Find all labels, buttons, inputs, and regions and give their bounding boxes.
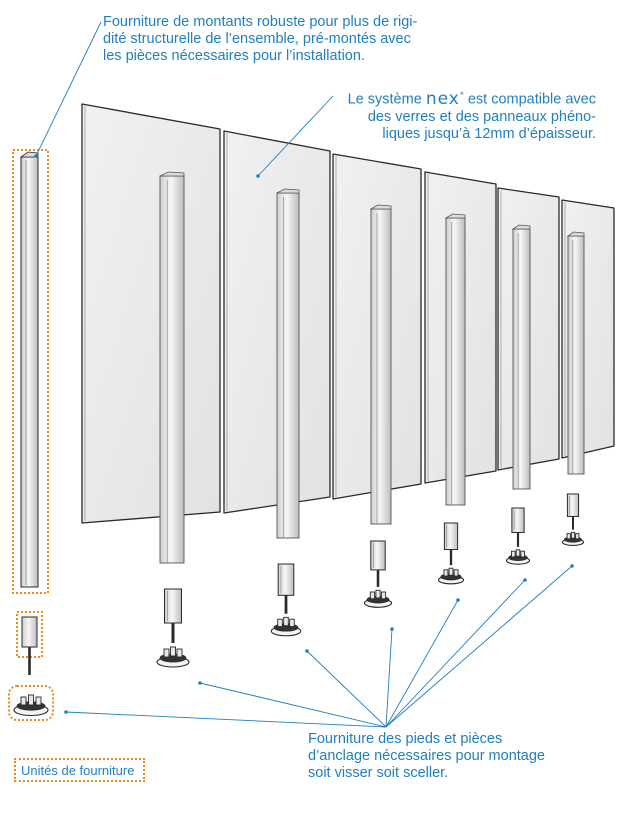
supplied-base-frame [8, 685, 54, 721]
foot-4-bolt-right [453, 569, 459, 577]
foot-2-bolt-middle [283, 616, 289, 627]
foot-4-bolt-middle [448, 567, 454, 576]
foot-4-bolt-left [443, 569, 449, 577]
post-6 [567, 235, 585, 475]
foot-1-bolt-middle [170, 646, 176, 657]
supplied-post-cap [19, 151, 39, 158]
legend-label: Unités de fourniture [21, 762, 135, 778]
leader-feet-1-dot [198, 681, 202, 685]
post-cap-3 [369, 204, 392, 210]
supplied-bolt-right [35, 696, 42, 706]
foot-6-bolt-right [575, 533, 580, 540]
annotation-posts-line-2: dité structurelle de l’ensemble, pré-mon… [103, 31, 411, 47]
foot-6-bolt-left [566, 533, 571, 540]
annotation-posts: Fourniture de montants robuste pour plus… [103, 14, 463, 65]
annotation-feet: Fourniture des pieds et pièces d’anclage… [308, 731, 608, 782]
leader-feet-supplied-dot [64, 710, 68, 714]
post-2 [276, 192, 300, 539]
annotation-posts-line-3: les pièces nécessaires pour l’installati… [103, 48, 365, 64]
annotation-posts-line-1: Fourniture de montants robuste pour plus… [103, 14, 418, 30]
leader-nex-dot [256, 174, 260, 178]
post-4 [445, 217, 466, 506]
annotation-nex-line-1: Le système nex* est compatible avec [326, 86, 596, 109]
annotation-feet-line-2: d’anclage nécessaires pour montage [308, 748, 545, 764]
foot-1 [156, 588, 190, 668]
annotation-feet-line-1: Fourniture des pieds et pièces [308, 731, 503, 747]
foot-5-bolt-middle [515, 549, 521, 557]
foot-2-spigot [277, 563, 295, 596]
leader-feet-4 [385, 599, 459, 728]
post-3 [370, 208, 392, 525]
foot-1-bolt-left [163, 648, 170, 658]
foot-2-bolt-right [289, 618, 295, 628]
leader-feet-6-dot [570, 564, 574, 568]
post-1 [159, 175, 185, 564]
post-5 [512, 228, 531, 490]
foot-5 [505, 507, 531, 565]
foot-4-spigot [443, 522, 459, 551]
supplied-bolt-left [20, 696, 27, 706]
foot-3-spigot [370, 540, 386, 571]
nex-brand-logo: nex* [426, 89, 464, 109]
leader-feet-5-dot [523, 578, 527, 582]
annotation-nex-compatibility: Le système nex* est compatible avec des … [326, 86, 596, 143]
foot-3-bolt-left [369, 591, 376, 600]
leader-nex [257, 95, 334, 177]
foot-6-bolt-middle [570, 531, 576, 539]
foot-1-spigot [164, 588, 182, 624]
supplied-spigot [21, 616, 38, 648]
foot-6 [561, 493, 585, 547]
annotation-nex-line-3: liques jusqu’à 12mm d’épaisseur. [382, 125, 596, 142]
panel-1 [81, 103, 221, 524]
posts-group [159, 171, 585, 564]
annotation-nex-prefix: Le système [347, 91, 422, 108]
leader-lines-group [34, 21, 574, 728]
foot-5-bolt-left [511, 550, 516, 558]
leader-posts-dot [34, 154, 38, 158]
leader-feet-3-dot [390, 627, 394, 631]
foot-2 [270, 563, 302, 637]
post-cap-6 [566, 231, 585, 237]
annotation-nex-line-2: des verres et des panneaux phéno- [367, 108, 596, 125]
post-cap-5 [511, 224, 531, 230]
leader-feet-4-dot [456, 598, 460, 602]
foot-3-bolt-middle [375, 589, 381, 599]
annotation-nex-suffix: est compatible avec [467, 91, 596, 108]
post-cap-1 [159, 171, 185, 177]
foot-4 [437, 522, 465, 585]
leader-feet-5 [385, 579, 526, 728]
foot-2-bolt-left [277, 618, 283, 628]
leader-feet-2 [306, 650, 387, 728]
supplied-post-frame [12, 149, 49, 594]
supplied-bolt-middle [28, 694, 34, 706]
annotation-feet-line-3: soit visser soit sceller. [308, 765, 449, 781]
foot-3 [363, 540, 393, 608]
foot-3-bolt-right [380, 591, 387, 600]
leader-feet-supplied [65, 711, 387, 728]
leader-posts [35, 21, 102, 157]
supplied-post [20, 156, 39, 588]
nex-brand-mark: * [459, 90, 464, 99]
post-cap-4 [444, 213, 466, 219]
post-cap-2 [276, 188, 300, 194]
supplied-units-group [8, 149, 54, 721]
foot-5-bolt-right [520, 550, 525, 558]
leader-feet-3 [385, 628, 393, 728]
nex-brand-text: nex [425, 88, 460, 109]
leader-feet-1 [199, 682, 387, 728]
leader-feet-2-dot [305, 649, 309, 653]
supplied-spigot-frame [16, 611, 43, 658]
foot-1-bolt-right [176, 648, 183, 658]
feet-group [156, 493, 585, 668]
legend-supplied-units: Unités de fourniture [14, 758, 145, 782]
leader-feet-6 [385, 565, 573, 728]
